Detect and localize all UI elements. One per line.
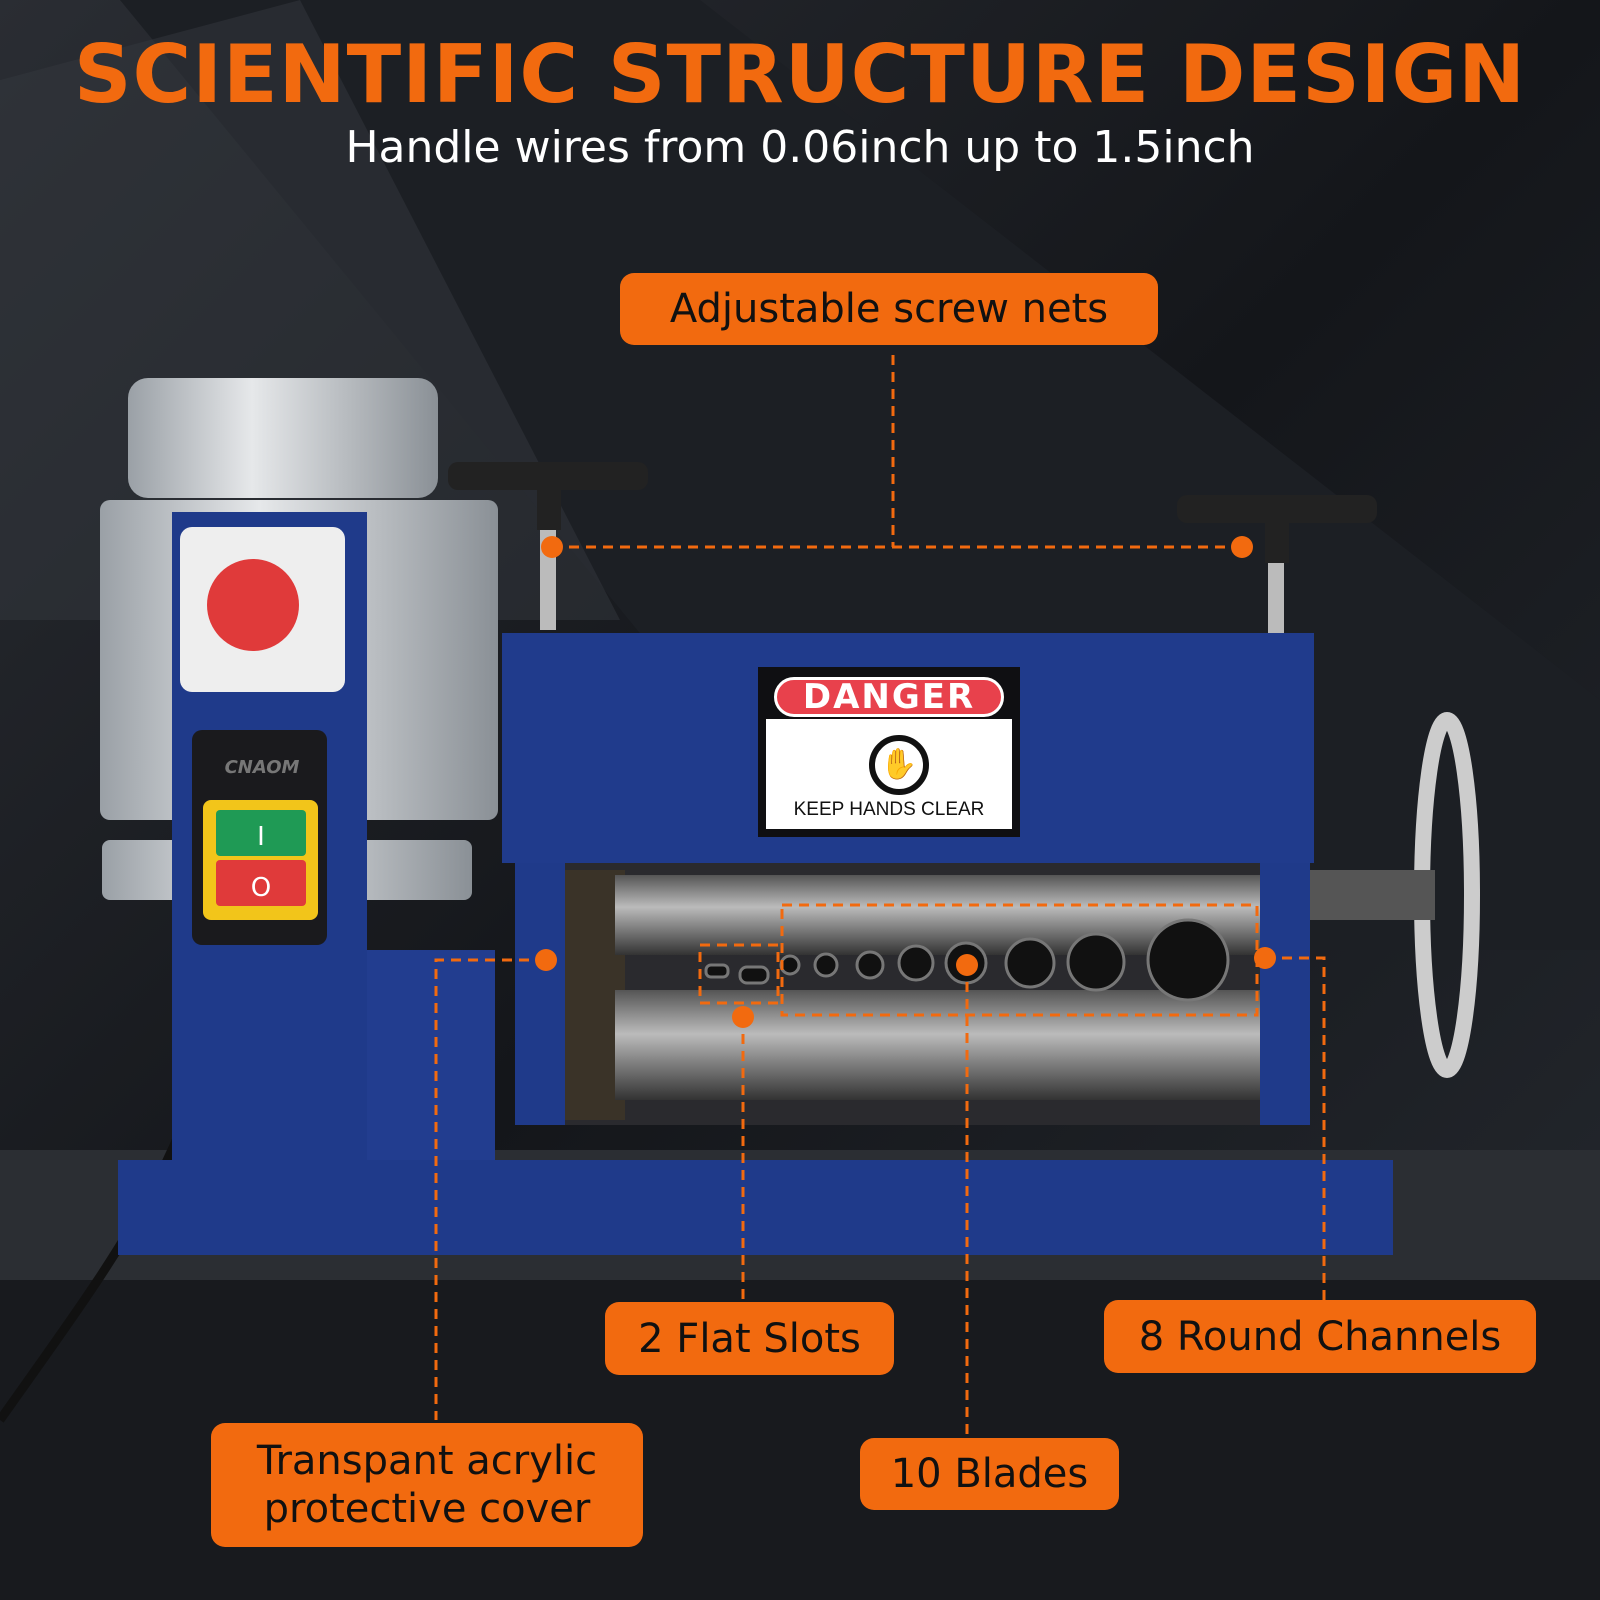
lower-roller: [615, 990, 1260, 1100]
base-plate: [118, 1160, 1393, 1255]
svg-text:O: O: [251, 873, 271, 903]
callout-blades: 10 Blades: [860, 1438, 1119, 1510]
callout-cover-line2: protective cover: [263, 1486, 591, 1532]
no-hands-icon: ✋: [869, 735, 929, 795]
sign-text: KEEP HANDS CLEAR: [793, 799, 985, 820]
callout-flat-slots: 2 Flat Slots: [605, 1302, 894, 1375]
svg-text:I: I: [257, 822, 265, 852]
danger-header: DANGER: [774, 677, 1004, 717]
callout-dots: [535, 536, 1276, 1028]
callout-screw-nets: Adjustable screw nets: [620, 273, 1158, 345]
callout-cover-line1: Transpant acrylic: [256, 1438, 598, 1484]
brand-logo: CNAOM: [224, 757, 300, 778]
page-title: SCIENTIFIC STRUCTURE DESIGN: [73, 28, 1527, 121]
callout-protective-cover: Transpant acrylic protective cover: [211, 1423, 643, 1547]
danger-sign: DANGER ✋ KEEP HANDS CLEAR: [758, 667, 1020, 837]
screw-handles: [448, 462, 1377, 633]
callout-lines: [434, 355, 1326, 1438]
flat-slots: [704, 963, 770, 985]
off-switch: [216, 860, 306, 906]
round-channels: [779, 918, 1230, 1002]
on-switch: [216, 810, 306, 856]
callout-round-channels: 8 Round Channels: [1104, 1300, 1536, 1373]
page-subtitle: Handle wires from 0.06inch up to 1.5inch: [345, 122, 1255, 173]
emergency-stop-button: [207, 559, 299, 651]
